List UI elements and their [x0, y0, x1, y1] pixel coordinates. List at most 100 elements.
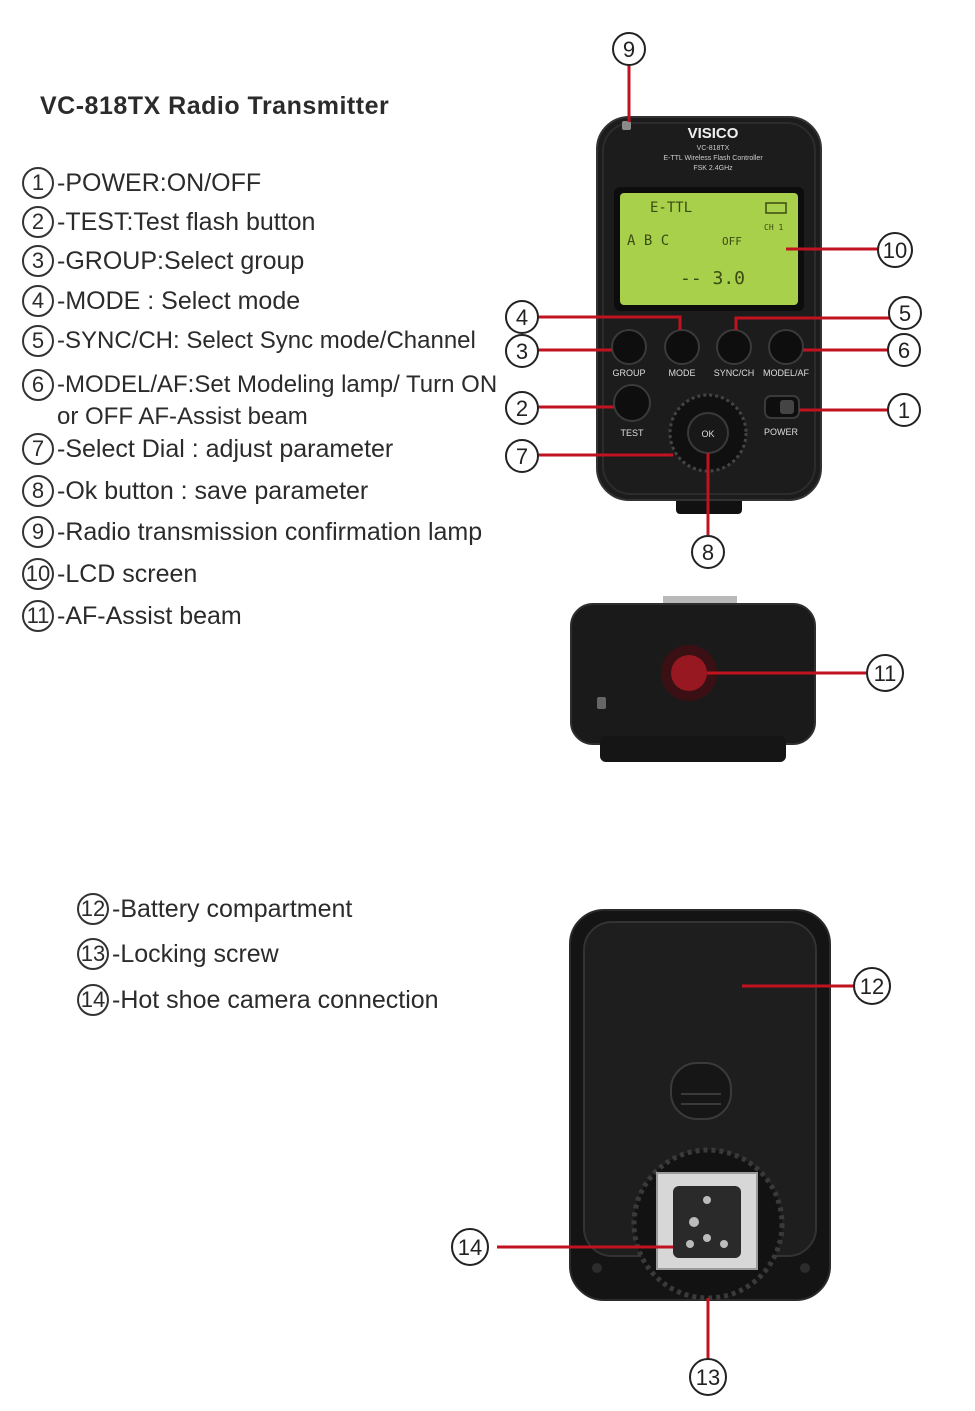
- legend-number: 14: [77, 984, 109, 1016]
- leader-lines: [497, 64, 890, 1360]
- legend-number: 13: [77, 938, 109, 970]
- back-view: [569, 909, 831, 1301]
- callout-11: [866, 654, 904, 692]
- legend-text: -Battery compartment: [112, 894, 353, 923]
- legend-text: -SYNC/CH: Select Sync mode/Channel: [57, 327, 476, 354]
- power-switch-knob: [780, 400, 794, 414]
- legend-number: 1: [22, 167, 54, 199]
- callout-label-13: 13: [696, 1365, 720, 1390]
- legend-item-test: 2 -TEST:Test flash button: [22, 206, 315, 238]
- mode-button[interactable]: [664, 329, 700, 365]
- callout-10: [877, 232, 913, 268]
- top-lamp-icon: [597, 697, 606, 709]
- test-button-label: TEST: [620, 428, 644, 438]
- callout-labels: 9 10 4 5 3 6 2 1 7 8 11 12 13 14: [458, 37, 911, 1390]
- legend-number: 12: [77, 893, 109, 925]
- legend-item-hotshoe: 14 -Hot shoe camera connection: [77, 984, 439, 1016]
- callout-6: [887, 333, 921, 367]
- power-switch-label: POWER: [764, 427, 799, 437]
- back-screw-icon: [592, 1263, 602, 1273]
- group-button-label: GROUP: [612, 368, 645, 378]
- shoe-pin-icon: [720, 1240, 728, 1248]
- legend-number: 9: [22, 516, 54, 548]
- callout-label-10: 10: [883, 238, 907, 263]
- shoe-pin-icon: [686, 1240, 694, 1248]
- device-freq: FSK 2.4GHz: [693, 165, 733, 172]
- sync-button-label: SYNC/CH: [714, 368, 755, 378]
- confirmation-lamp-icon: [622, 121, 631, 130]
- legend-item-lcd: 10 -LCD screen: [22, 558, 197, 590]
- callout-label-4: 4: [516, 305, 528, 330]
- callout-3: [505, 334, 539, 368]
- callout-label-7: 7: [516, 444, 528, 469]
- ok-button-label: OK: [701, 429, 714, 439]
- callout-label-2: 2: [516, 396, 528, 421]
- device-subtitle: E-TTL Wireless Flash Controller: [663, 155, 763, 162]
- callout-4: [505, 300, 539, 334]
- legend-number: 3: [22, 245, 54, 277]
- top-view: [570, 596, 816, 762]
- callout-12: [853, 967, 891, 1005]
- shoe-pin-icon: [703, 1196, 711, 1204]
- device-top-lower: [600, 736, 786, 762]
- shoe-pin-icon: [689, 1217, 699, 1227]
- test-button[interactable]: [613, 384, 651, 422]
- legend-item-mode: 4 -MODE : Select mode: [22, 285, 300, 317]
- callout-label-12: 12: [860, 974, 884, 999]
- callout-label-3: 3: [516, 339, 528, 364]
- back-screw-icon: [800, 1263, 810, 1273]
- callout-label-6: 6: [898, 338, 910, 363]
- callout-label-8: 8: [702, 540, 714, 565]
- leader-line-5: [734, 316, 890, 330]
- callout-5: [888, 296, 922, 330]
- legend-number: 6: [22, 369, 54, 401]
- legend-text: -Hot shoe camera connection: [112, 985, 439, 1014]
- legend-number: 5: [22, 325, 54, 357]
- legend-text: -LCD screen: [57, 559, 198, 588]
- legend-number: 2: [22, 206, 54, 238]
- legend-text: -POWER:ON/OFF: [57, 168, 262, 197]
- group-button[interactable]: [611, 329, 647, 365]
- model-button[interactable]: [768, 329, 804, 365]
- legend-item-power: 1 -POWER:ON/OFF: [22, 167, 261, 199]
- legend-number: 10: [22, 558, 54, 590]
- legend-item-battery: 12 -Battery compartment: [77, 893, 352, 925]
- shoe-pin-icon: [703, 1234, 711, 1242]
- legend-item-lamp: 9 -Radio transmission confirmation lamp: [22, 516, 482, 548]
- lcd-battery-icon: [765, 202, 787, 214]
- legend-text: -AF-Assist beam: [57, 601, 242, 630]
- lcd-value: -- 3.0: [680, 268, 745, 289]
- mode-button-label: MODE: [669, 368, 696, 378]
- legend-text: -TEST:Test flash button: [57, 207, 316, 236]
- callout-label-1: 1: [898, 398, 910, 423]
- lcd-groups: A B C: [627, 233, 669, 249]
- model-button-label: MODEL/AF: [763, 368, 810, 378]
- legend-text: -GROUP:Select group: [57, 246, 305, 275]
- legend-text: -Ok button : save parameter: [57, 476, 369, 505]
- page-title: VC-818TX Radio Transmitter: [40, 92, 390, 120]
- callouts: [451, 32, 922, 1396]
- legend-text: -Select Dial : adjust parameter: [57, 434, 394, 463]
- callout-label-9: 9: [623, 37, 635, 62]
- lcd-mode: E-TTL: [650, 200, 692, 216]
- legend-text: -Locking screw: [112, 939, 279, 968]
- leader-line-4: [538, 315, 682, 330]
- legend-item-screw: 13 -Locking screw: [77, 938, 279, 970]
- legend-text: -MODE : Select mode: [57, 286, 301, 315]
- battery-latch-icon: [670, 1062, 732, 1120]
- lcd-channel: CH 1: [764, 223, 783, 232]
- callout-9: [612, 32, 646, 66]
- device-brand: VISICO: [688, 125, 739, 142]
- legend-item-sync: 5 -SYNC/CH: Select Sync mode/Channel: [22, 325, 476, 357]
- lcd-status: OFF: [722, 235, 742, 248]
- device-model: VC-818TX: [697, 145, 730, 152]
- callout-1: [887, 393, 921, 427]
- legend-item-af-beam: 11 -AF-Assist beam: [22, 600, 242, 632]
- callout-8: [691, 535, 725, 569]
- legend-item-group: 3 -GROUP:Select group: [22, 245, 304, 277]
- sync-button[interactable]: [716, 329, 752, 365]
- callout-7: [505, 439, 539, 473]
- legend-text: -MODEL/AF:Set Modeling lamp/ Turn ON or …: [57, 371, 498, 430]
- lcd-screen: [620, 193, 798, 305]
